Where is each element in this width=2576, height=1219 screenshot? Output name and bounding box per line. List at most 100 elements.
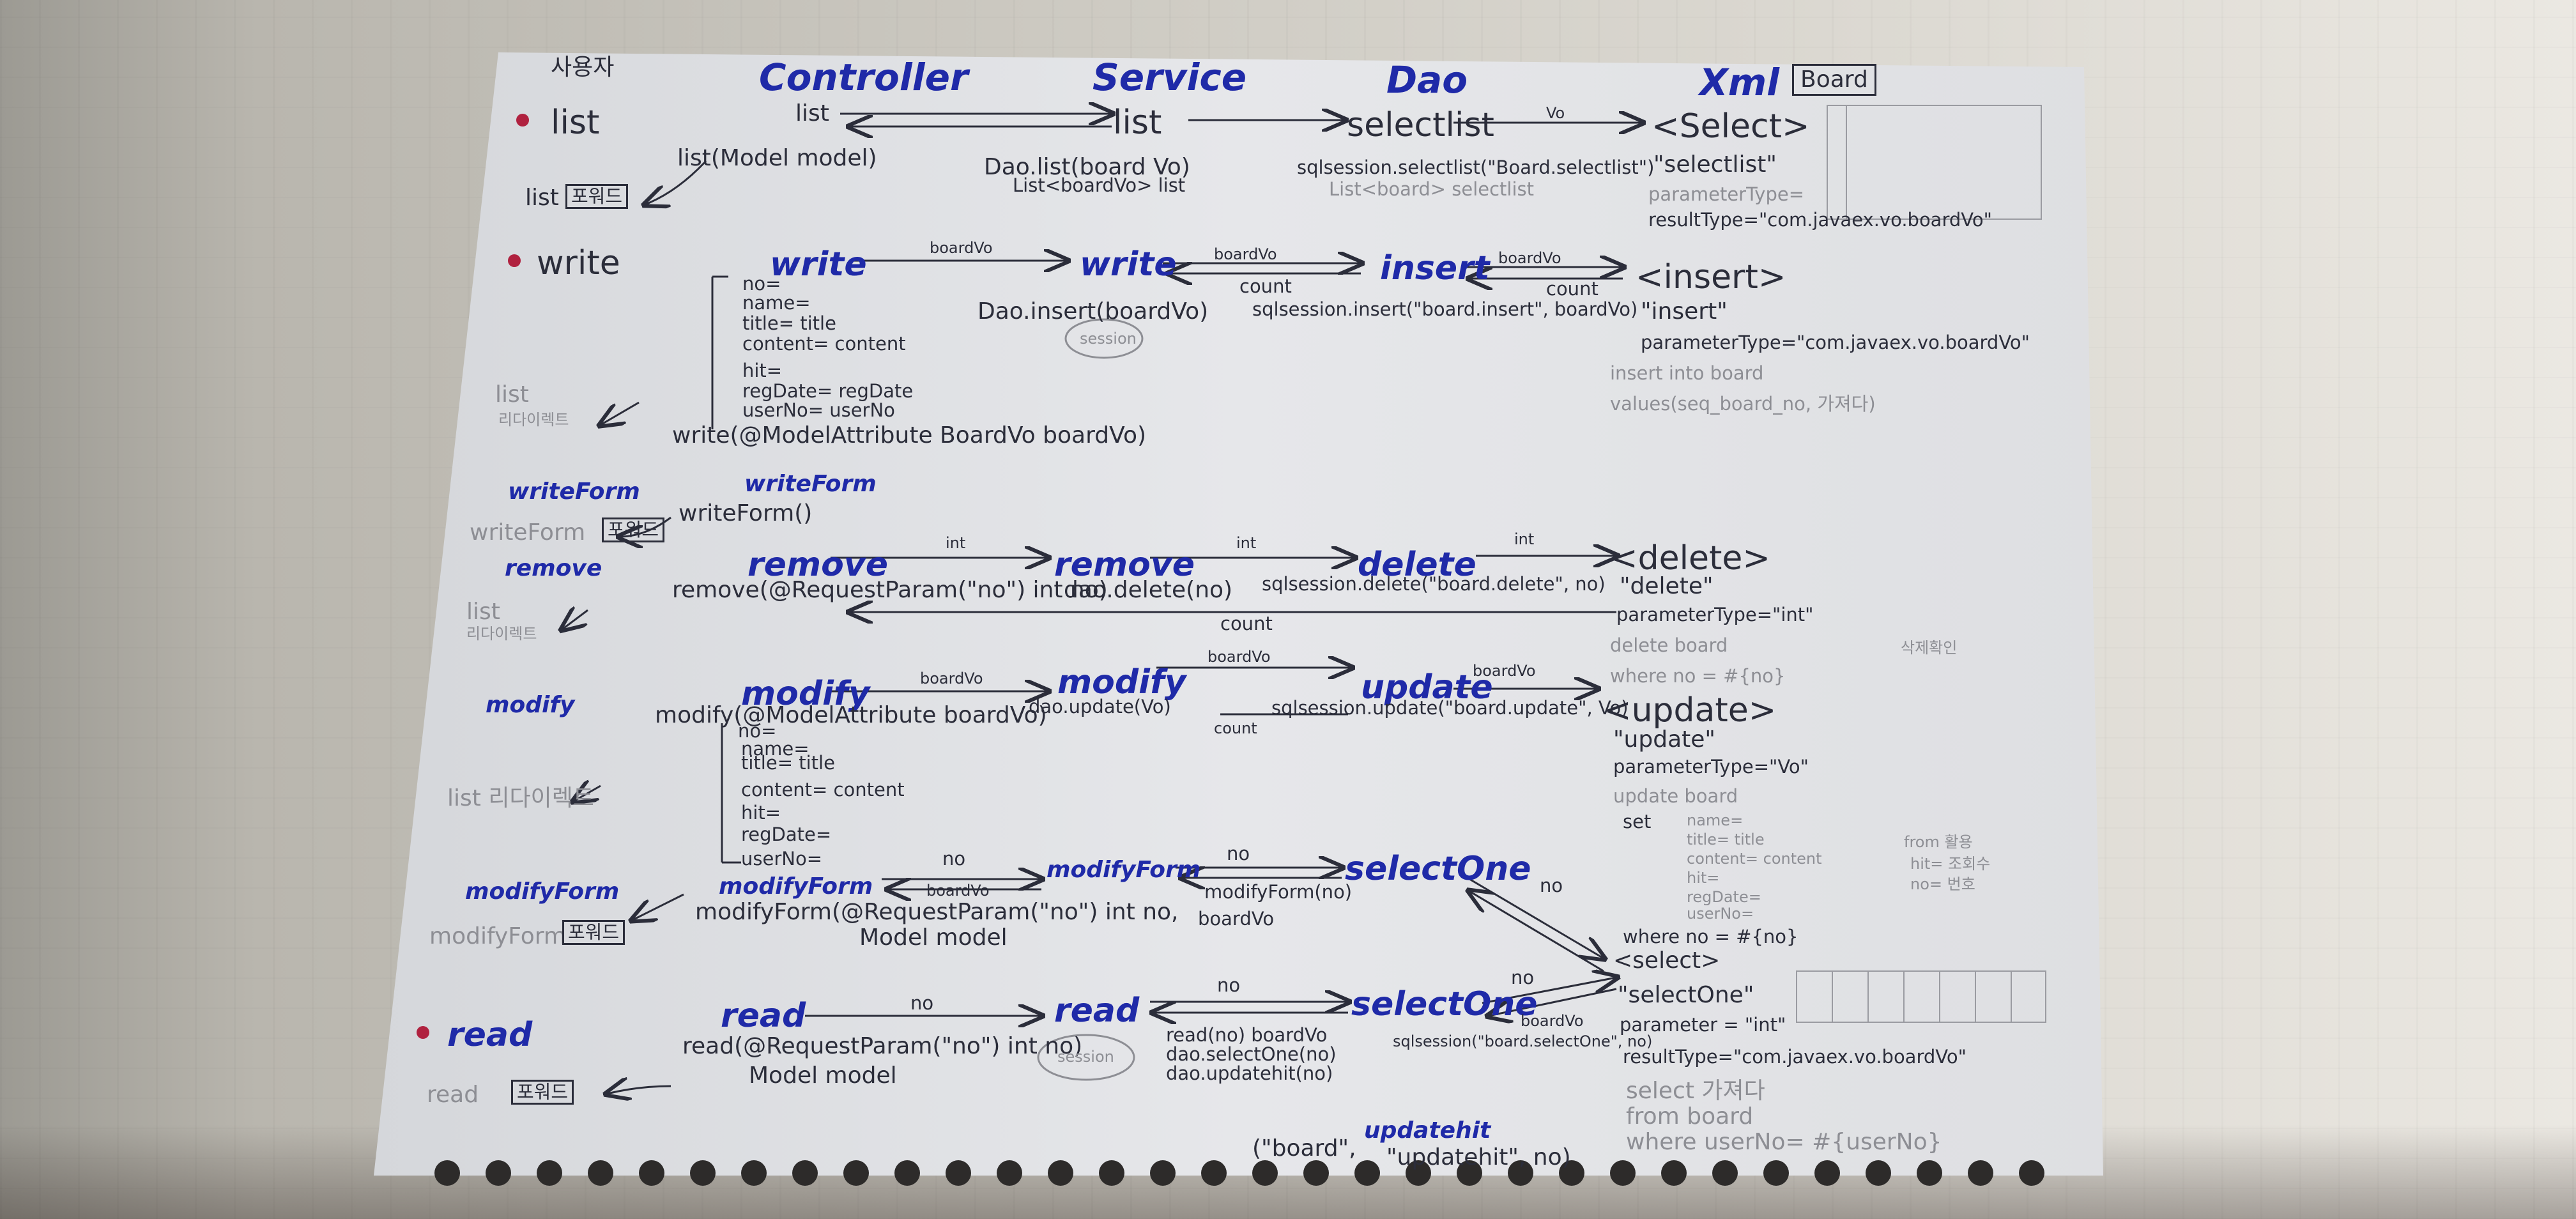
read-bottom-call2: updatehit (1364, 1117, 1491, 1144)
modifyForm-arrow1: no (942, 848, 966, 870)
write-user-result: list (495, 381, 529, 408)
list-dao-call: sqlsession.selectlist("Board.selectlist"… (1297, 157, 1655, 178)
write-session: session (1080, 330, 1137, 348)
write-xml-param: parameterType="com.javaex.vo.boardVo" (1641, 332, 2030, 353)
read-user-result-box: 포워드 (511, 1080, 574, 1105)
service-remove: remove (1054, 546, 1195, 584)
modifyForm-user-result: modifyForm (429, 923, 566, 949)
spiral-binding (434, 1160, 2044, 1186)
controller-modifyForm: modifyForm (719, 873, 873, 900)
writeForm-ctrl-sig: writeForm() (678, 500, 813, 526)
service-read: read (1054, 992, 1140, 1030)
modifyForm-arrow3: no (1540, 875, 1563, 896)
controller-list: list (795, 100, 829, 126)
modifyForm-ret1: boardVo (926, 882, 990, 900)
read-xml-sql3: where userNo= #{userNo} (1626, 1129, 1942, 1155)
paper-surface (374, 52, 2103, 1176)
read-xml-result: resultType="com.javaex.vo.boardVo" (1623, 1046, 1966, 1068)
col-dao-header: Dao (1386, 58, 1468, 102)
write-count1: count (1239, 275, 1292, 297)
write-field-3: content= content (742, 333, 906, 355)
xml-board-box: Board (1792, 64, 1876, 96)
write-xml-sql2: values(seq_board_no, 가져다) (1610, 393, 1876, 415)
modifyForm-ctrl-sig: modifyForm(@RequestParam("no") int no, (695, 899, 1179, 925)
modify-xml-note3: no= 번호 (1910, 875, 1975, 893)
writeForm-user-result-box: 포워드 (602, 518, 665, 542)
modify-field-6: userNo= (741, 848, 822, 870)
controller-read: read (721, 997, 806, 1035)
modify-field-3: content= content (741, 779, 905, 801)
modify-xml-sql1: update board (1613, 785, 1738, 807)
modifyForm-ctrl-sig2: Model model (859, 924, 1008, 951)
dao-selectlist: selectlist (1347, 106, 1494, 144)
list-user-result: list (525, 185, 559, 211)
modify-field-2: title= title (741, 752, 835, 774)
modify-arrow2: boardVo (1208, 648, 1271, 666)
xml-delete: <delete> (1610, 539, 1770, 578)
user-remove: remove (505, 555, 602, 581)
service-list: list (1113, 103, 1162, 142)
write-field-5: regDate= regDate (742, 380, 914, 402)
modify-field-1: name= (741, 738, 809, 760)
read-table-sketch (1796, 970, 2046, 1023)
modify-xml-param: parameterType="Vo" (1613, 756, 1809, 778)
write-field-6: userNo= userNo (742, 399, 895, 421)
modify-xml-sql2: set (1623, 811, 1652, 832)
col-service-header: Service (1092, 56, 1247, 99)
read-dao-call: sqlsession("board.selectOne", no) (1393, 1032, 1653, 1050)
read-service-call1: read(no) boardVo (1166, 1024, 1328, 1046)
write-service-call: Dao.insert(boardVo) (977, 298, 1209, 325)
read-user-result: read (427, 1082, 479, 1108)
modify-xml-id: "update" (1613, 726, 1715, 753)
write-arrow3: boardVo (1498, 249, 1561, 267)
user-modifyForm: modifyForm (465, 878, 620, 905)
read-xml-sql2: from board (1626, 1103, 1754, 1130)
service-modifyForm: modifyForm (1046, 857, 1201, 883)
modify-arrow3: boardVo (1473, 662, 1536, 680)
modify-xml-set-1: title= title (1687, 831, 1765, 848)
modifyForm-ret2: modifyForm(no) (1204, 881, 1353, 903)
list-arrow-vo: Vo (1546, 104, 1565, 122)
modify-count: count (1214, 719, 1257, 737)
write-field-0: no= (742, 273, 781, 295)
read-arrow3: no (1511, 967, 1535, 988)
writeForm-user-result: writeForm (470, 519, 586, 546)
controller-remove: remove (747, 546, 888, 584)
xml-insert: <insert> (1636, 258, 1786, 296)
write-ctrl-sig: write(@ModelAttribute BoardVo boardVo) (672, 422, 1147, 448)
modifyForm-ret3: boardVo (1198, 908, 1275, 930)
remove-count: count (1220, 613, 1273, 634)
controller-writeForm: writeForm (744, 471, 877, 497)
write-field-4: hit= (742, 360, 783, 381)
read-service-call2: dao.selectOne(no) (1166, 1043, 1337, 1065)
xml-update: <update> (1604, 691, 1777, 730)
remove-xml-id: "delete" (1620, 573, 1713, 599)
xml-select-read: <select> (1613, 947, 1721, 974)
remove-xml-sql1: delete board (1610, 634, 1728, 656)
user-writeForm: writeForm (508, 479, 640, 505)
remove-ctrl-sig: remove(@RequestParam("no") int no) (672, 577, 1108, 603)
dao-selectOne-mf: selectOne (1345, 850, 1531, 888)
list-service-ret: List<boardVo> list (1013, 174, 1186, 196)
col-xml-header: Xml (1699, 61, 1780, 104)
remove-service-call: dao.delete(no) (1064, 577, 1233, 603)
xml-table-sketch (1827, 105, 2042, 220)
write-arrow2: boardVo (1214, 245, 1277, 263)
modify-xml-set-5: userNo= (1687, 905, 1754, 923)
service-write: write (1080, 245, 1177, 284)
read-bottom-call3: "updatehit", no) (1386, 1144, 1571, 1170)
remove-xml-param: parameterType="int" (1616, 604, 1814, 625)
modify-xml-note2: hit= 조회수 (1910, 855, 1991, 873)
flow-arrows (562, 114, 1642, 1094)
write-field-1: name= (742, 292, 811, 314)
read-arrow2: no (1217, 974, 1241, 996)
dao-insert: insert (1380, 249, 1490, 288)
remove-xml-sql2: where no = #{no} (1610, 665, 1786, 687)
user-read: read (447, 1016, 533, 1054)
write-xml-sql1: insert into board (1610, 362, 1764, 384)
controller-write: write (770, 245, 867, 284)
modify-xml-set-0: name= (1687, 811, 1744, 829)
write-dao-call: sqlsession.insert("board.insert", boardV… (1252, 298, 1638, 320)
list-ctrl-sig: list(Model model) (677, 145, 877, 171)
modify-field-0: no= (738, 720, 777, 742)
